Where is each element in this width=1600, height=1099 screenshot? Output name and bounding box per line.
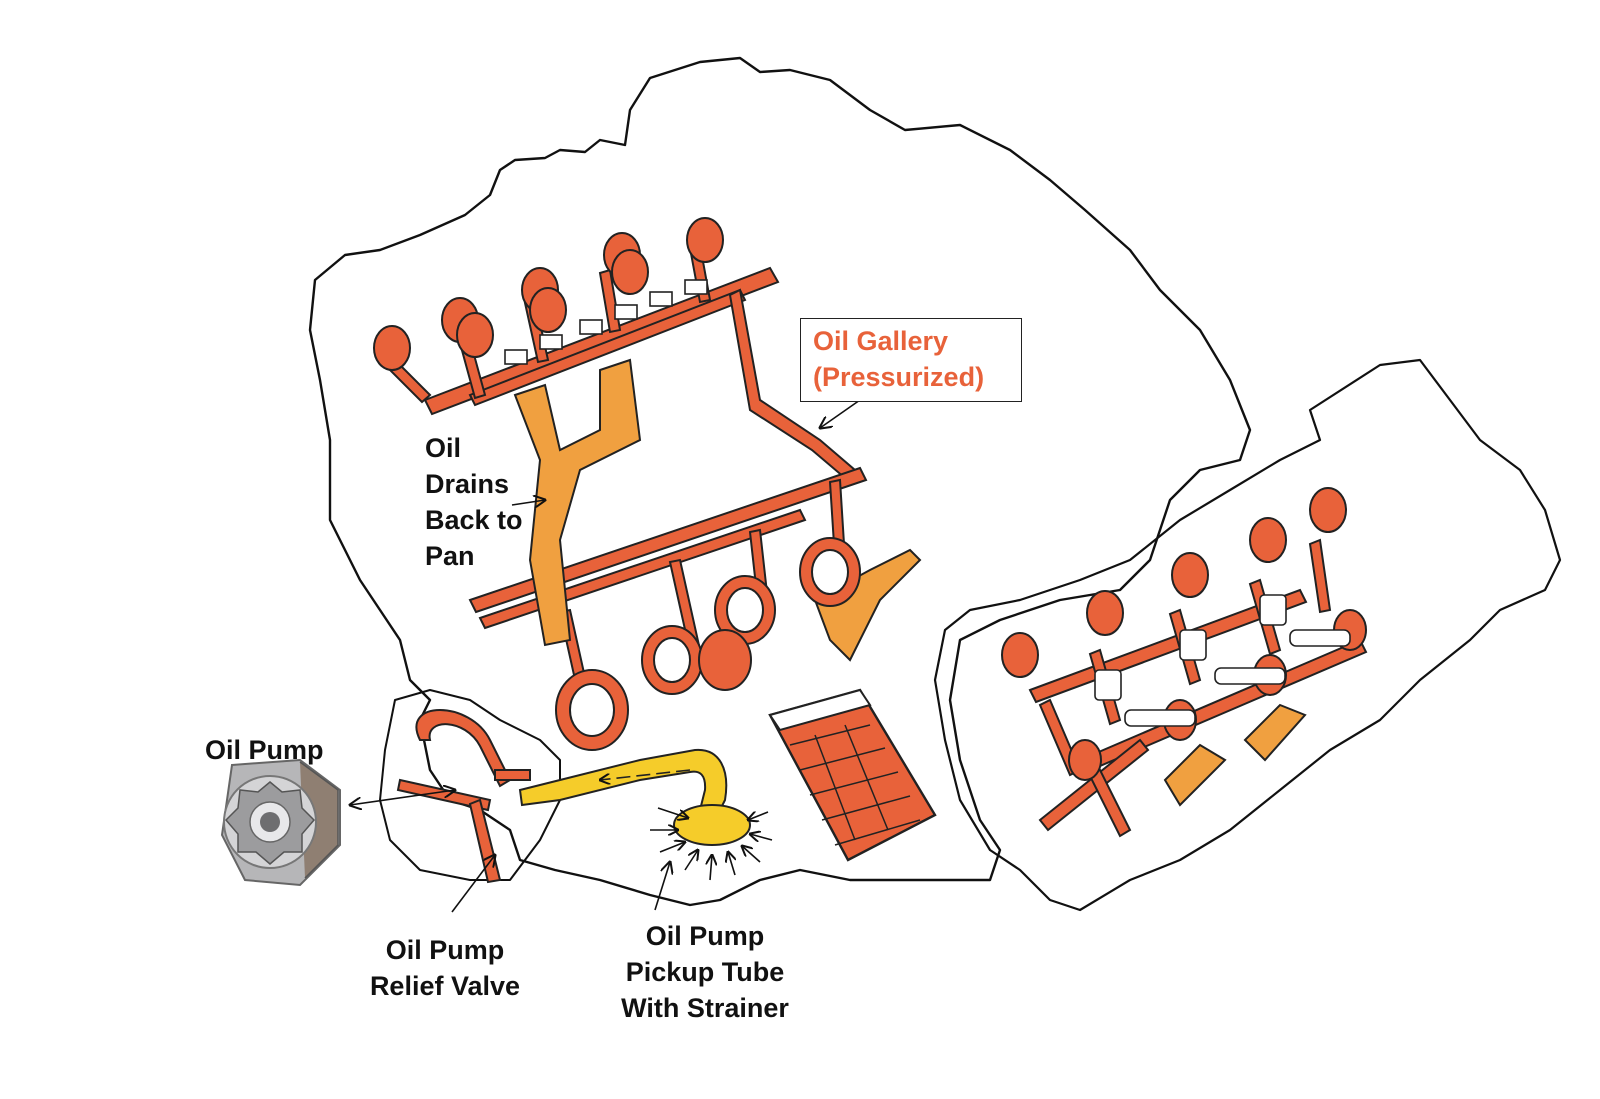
relief-valve-line-2: Relief Valve bbox=[369, 971, 521, 1001]
oil-gallery-line-2: (Pressurized) bbox=[813, 362, 985, 392]
pickup-tube-label: Oil Pump Pickup Tube With Strainer bbox=[600, 918, 810, 1026]
pickup-tube-line-3: With Strainer bbox=[621, 993, 789, 1023]
oil-drains-line-4: Pan bbox=[425, 541, 475, 571]
strainer-suction-arrows bbox=[650, 807, 773, 881]
relief-valve-line-1: Oil Pump bbox=[385, 935, 505, 965]
relief-valve-label: Oil Pump Relief Valve bbox=[350, 932, 540, 1004]
oil-drains-line-3: Back to bbox=[425, 505, 523, 535]
cylinder-head-outline bbox=[933, 358, 1562, 912]
oil-pump-image bbox=[220, 758, 341, 887]
oil-pump-line: Oil Pump bbox=[205, 735, 324, 765]
leader-arrows bbox=[350, 399, 861, 913]
oil-filter bbox=[768, 688, 937, 862]
oil-pump-label: Oil Pump bbox=[205, 732, 324, 768]
oil-drains-label: Oil Drains Back to Pan bbox=[425, 430, 523, 574]
engine-block-outline bbox=[308, 56, 1252, 907]
pickup-tube-line-2: Pickup Tube bbox=[625, 957, 785, 987]
right-head-lifters bbox=[1094, 594, 1351, 727]
front-cover-outline bbox=[379, 689, 561, 881]
oil-gallery-label: Oil Gallery (Pressurized) bbox=[800, 318, 1022, 402]
oil-drains-line-2: Drains bbox=[425, 469, 510, 499]
oil-drain-paths bbox=[513, 358, 922, 662]
oil-gallery-line-1: Oil Gallery bbox=[813, 326, 949, 356]
rocker-rollers-upper bbox=[373, 217, 724, 371]
right-head-drains bbox=[1163, 703, 1307, 807]
crankshaft-bearings bbox=[555, 537, 861, 751]
valve-lifters bbox=[504, 279, 708, 365]
oil-drains-line-1: Oil bbox=[425, 433, 462, 463]
pickup-tube-line-1: Oil Pump bbox=[645, 921, 765, 951]
pickup-tube bbox=[518, 748, 751, 846]
